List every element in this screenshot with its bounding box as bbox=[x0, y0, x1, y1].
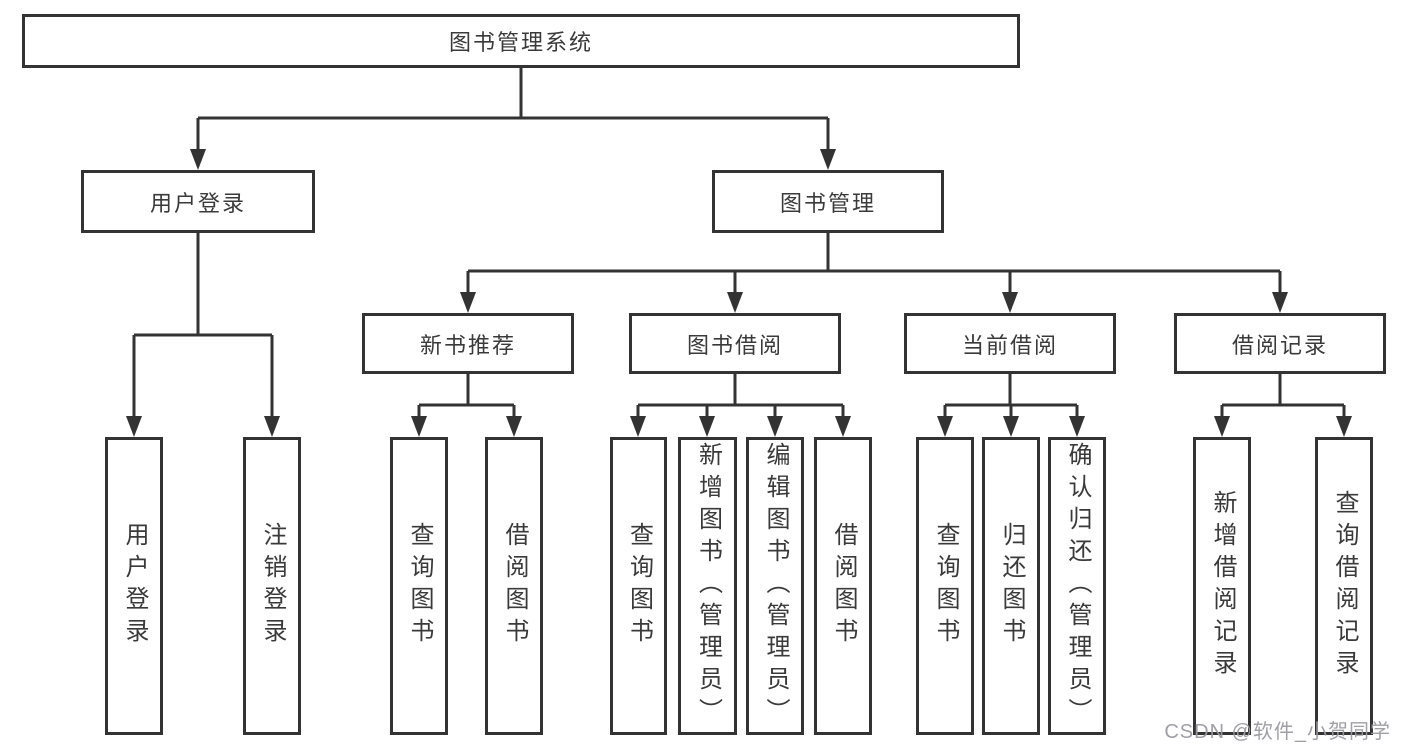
leaf-confirm-return-admin: 确认归还（管理员） bbox=[1048, 437, 1106, 735]
leaf-query-borrow-record: 查询借阅记录 bbox=[1315, 437, 1373, 735]
leaf-logout: 注销登录 bbox=[243, 437, 301, 735]
leaf-add-borrow-record: 新增借阅记录 bbox=[1193, 437, 1251, 735]
node-current-borrowing: 当前借阅 bbox=[904, 313, 1116, 374]
arrowheads bbox=[126, 149, 1352, 437]
leaf-add-books-admin: 新增图书（管理员） bbox=[678, 437, 737, 735]
leaf-query-books-borrowing: 查询图书 bbox=[610, 437, 667, 735]
leaf-query-books-current: 查询图书 bbox=[916, 437, 974, 735]
leaf-borrow-books-borrowing: 借阅图书 bbox=[814, 437, 872, 735]
leaf-query-books-recommend: 查询图书 bbox=[390, 437, 448, 735]
watermark: CSDN @软件_小贺同学 bbox=[1164, 721, 1391, 743]
node-new-book-recommend: 新书推荐 bbox=[362, 313, 574, 374]
leaf-user-login: 用户登录 bbox=[105, 437, 163, 735]
node-book-borrowing: 图书借阅 bbox=[629, 313, 841, 374]
leaf-edit-books-admin: 编辑图书（管理员） bbox=[746, 437, 804, 735]
node-borrowing-records: 借阅记录 bbox=[1174, 313, 1386, 374]
node-library-management-system: 图书管理系统 bbox=[22, 14, 1020, 68]
leaf-return-books: 归还图书 bbox=[982, 437, 1040, 735]
leaf-borrow-books-recommend: 借阅图书 bbox=[485, 437, 543, 735]
node-book-management: 图书管理 bbox=[712, 170, 944, 233]
node-user-login: 用户登录 bbox=[81, 170, 315, 233]
